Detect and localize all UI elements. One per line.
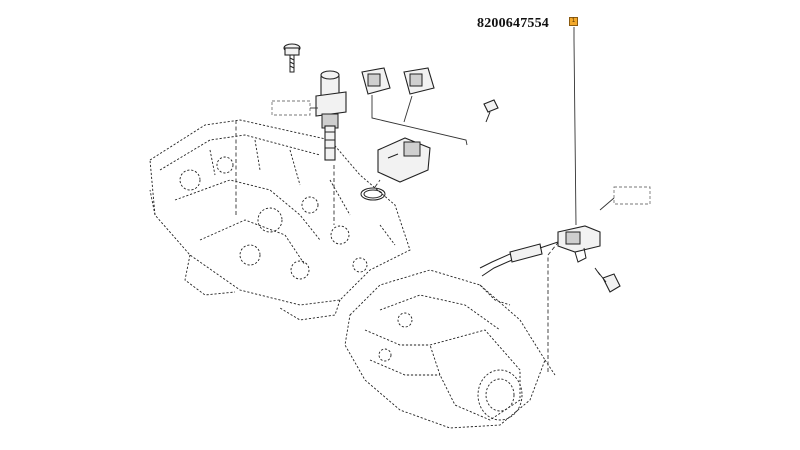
ignition-coil <box>315 70 347 161</box>
coil-bolt <box>283 43 301 73</box>
o-ring <box>360 179 386 201</box>
connector-plug-1 <box>361 67 391 95</box>
reference-box-left <box>271 100 318 116</box>
gearbox-leader-line <box>547 239 561 372</box>
cylinder-head-outline <box>149 119 411 321</box>
sensor-bolt <box>594 267 621 293</box>
gearbox-outline <box>344 269 556 429</box>
coil-leader-lines <box>235 120 335 225</box>
reference-box-right <box>599 186 651 211</box>
plug-bracket-lines <box>371 95 468 146</box>
part-number-label[interactable]: 8200647554 <box>477 16 549 31</box>
small-screw <box>483 99 499 123</box>
callout-marker[interactable]: 1 <box>569 17 578 26</box>
camshaft-sensor <box>377 137 431 183</box>
callout-leader-line <box>573 27 577 226</box>
crankshaft-sensor <box>557 225 601 263</box>
connector-plug-2 <box>403 67 435 95</box>
sensor-cable <box>479 241 559 277</box>
